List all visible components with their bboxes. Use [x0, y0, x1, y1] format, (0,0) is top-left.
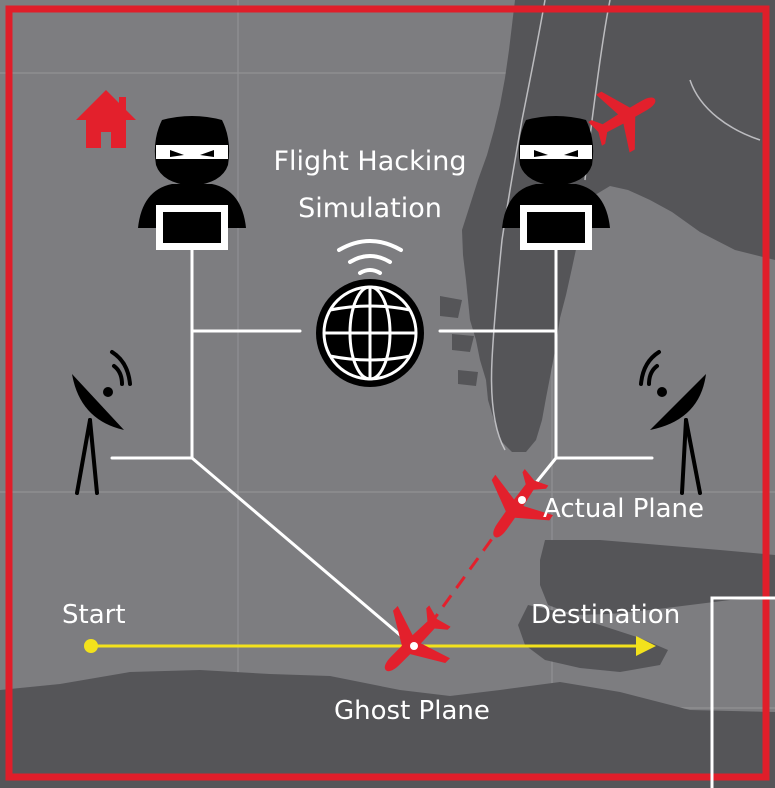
small-island-c: [458, 370, 478, 386]
start-label: Start: [62, 600, 126, 630]
inset-frame: [710, 596, 775, 788]
frame-border: [5, 5, 770, 781]
falklands-north: [518, 605, 668, 672]
hacker-icon: [138, 116, 246, 250]
satellite-dish-icon: [639, 350, 706, 495]
small-island-b: [452, 334, 474, 352]
destination-label: Destination: [531, 600, 680, 630]
satellite-dish-icon: [72, 350, 132, 495]
small-island-a: [440, 296, 462, 318]
start-point: [84, 639, 98, 653]
actual-plane-node: [518, 496, 526, 504]
ghost-plane-label: Ghost Plane: [334, 696, 490, 726]
globe-wifi-icon: [316, 239, 424, 387]
flight-route: [84, 636, 656, 656]
antarctic-peninsula: [0, 670, 775, 788]
ghost-plane-node: [410, 642, 418, 650]
hacker-icon: [502, 116, 610, 250]
home-icon: [76, 90, 136, 148]
title-line-2: Simulation: [298, 193, 442, 224]
south-america-landmass: [462, 0, 775, 452]
route-arrowhead: [636, 636, 656, 656]
title-line-1: Flight Hacking: [273, 146, 466, 177]
actual-plane-label: Actual Plane: [543, 494, 704, 524]
tierra-del-fuego: [540, 540, 775, 615]
